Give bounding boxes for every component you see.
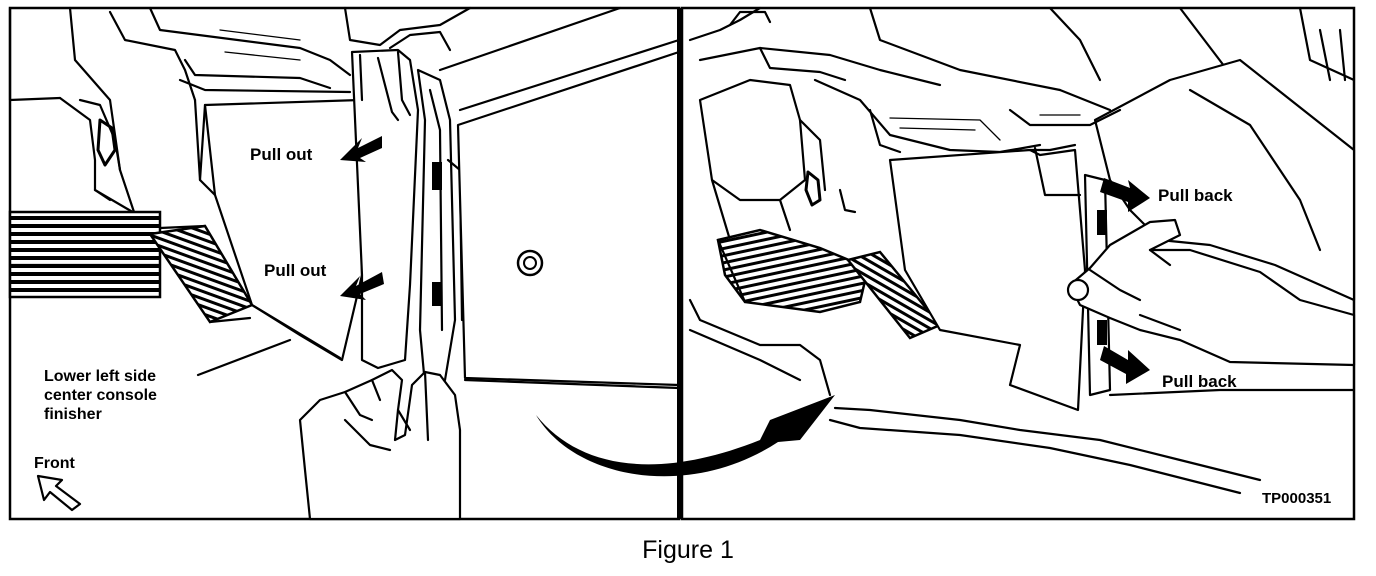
- brake-pedal: [716, 228, 870, 314]
- pull-back-arrow-icon: [1100, 178, 1150, 384]
- pull-out-label: Pull out: [250, 145, 313, 164]
- hand-left: [298, 368, 462, 521]
- figure-code: TP000351: [1262, 490, 1331, 507]
- curved-arrow-icon: [536, 395, 835, 477]
- part-label-line1: Lower left side: [44, 368, 156, 385]
- front-label: Front: [34, 455, 76, 472]
- left-panel: Pull out Pull out Lower left side center…: [8, 6, 681, 521]
- lower-left-center-console-finisher: [888, 143, 1087, 412]
- hand-right: [1066, 218, 1356, 367]
- pull-out-label: Pull out: [264, 261, 327, 280]
- part-label-line3: finisher: [44, 406, 102, 423]
- right-panel: Pull back Pull back TP000351: [680, 6, 1356, 521]
- part-label-line2: center console: [44, 387, 157, 404]
- pull-back-label: Pull back: [1158, 186, 1233, 205]
- front-arrow-icon: [36, 474, 82, 512]
- pull-back-label: Pull back: [1162, 372, 1237, 391]
- brake-pedal: [8, 210, 162, 299]
- pull-out-arrow-icon: [340, 136, 384, 300]
- figure-caption: Figure 1: [642, 536, 734, 564]
